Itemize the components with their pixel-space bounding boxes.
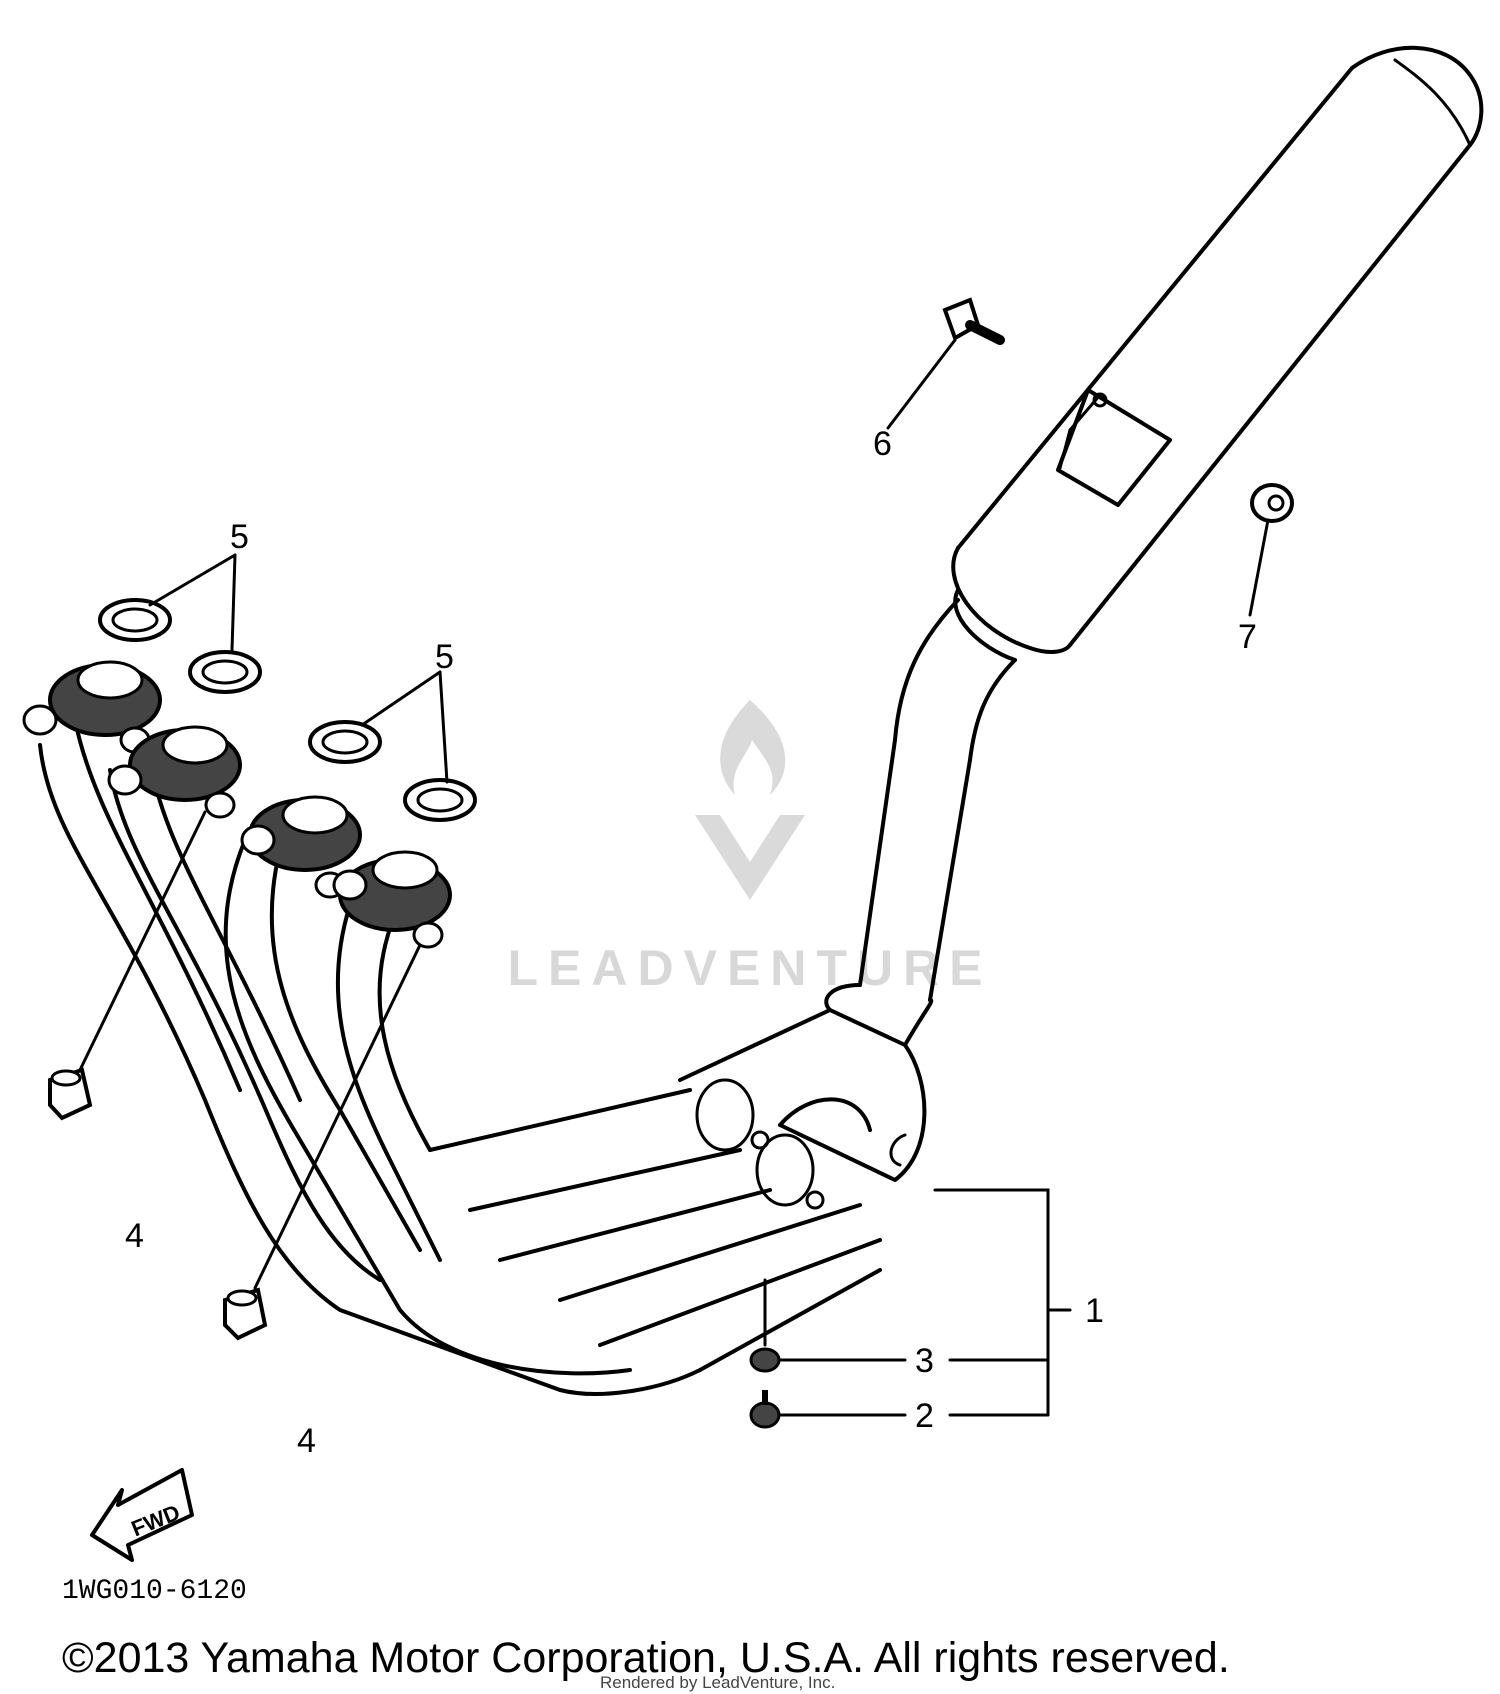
callout-5a: 5: [230, 518, 249, 556]
leader-lines: [78, 338, 1270, 1417]
callout-7: 7: [1238, 618, 1257, 656]
callout-2: 2: [915, 1397, 934, 1435]
copyright-notice: ©2013 Yamaha Motor Corporation, U.S.A. A…: [62, 1634, 1230, 1682]
nut-7: [1250, 483, 1294, 523]
callout-4b: 4: [297, 1422, 316, 1460]
fasteners: [48, 297, 1294, 1429]
watermark-text: LEADVENTURE: [507, 940, 992, 996]
callout-3: 3: [915, 1342, 934, 1380]
exhaust-flanges: [22, 660, 452, 949]
forward-arrow: FWD: [90, 1468, 194, 1562]
callout-6: 6: [873, 425, 892, 463]
bolt-2: [749, 1390, 781, 1429]
flange-4: [332, 850, 452, 949]
gaskets: [98, 598, 477, 822]
flange-1: [22, 660, 162, 754]
nut-4a: [48, 1067, 93, 1121]
callout-5b: 5: [435, 638, 454, 676]
part-code: 1WG010-6120: [62, 1576, 247, 1607]
collector-pipe: [678, 598, 1017, 1182]
callout-4a: 4: [125, 1217, 144, 1255]
bolt-6: [942, 297, 1005, 345]
leadventure-watermark: LEADVENTURE: [507, 700, 992, 996]
callouts: 1 2 3 4 4 5 5 6 7: [125, 425, 1257, 1460]
callout-1: 1: [1085, 1292, 1104, 1330]
nut-4b: [223, 1287, 268, 1341]
rendered-by: Rendered by LeadVenture, Inc.: [600, 1673, 835, 1692]
muffler: [951, 45, 1484, 662]
flange-2: [107, 725, 242, 819]
header-pipes: [38, 718, 882, 1396]
nut-3: [749, 1347, 781, 1373]
